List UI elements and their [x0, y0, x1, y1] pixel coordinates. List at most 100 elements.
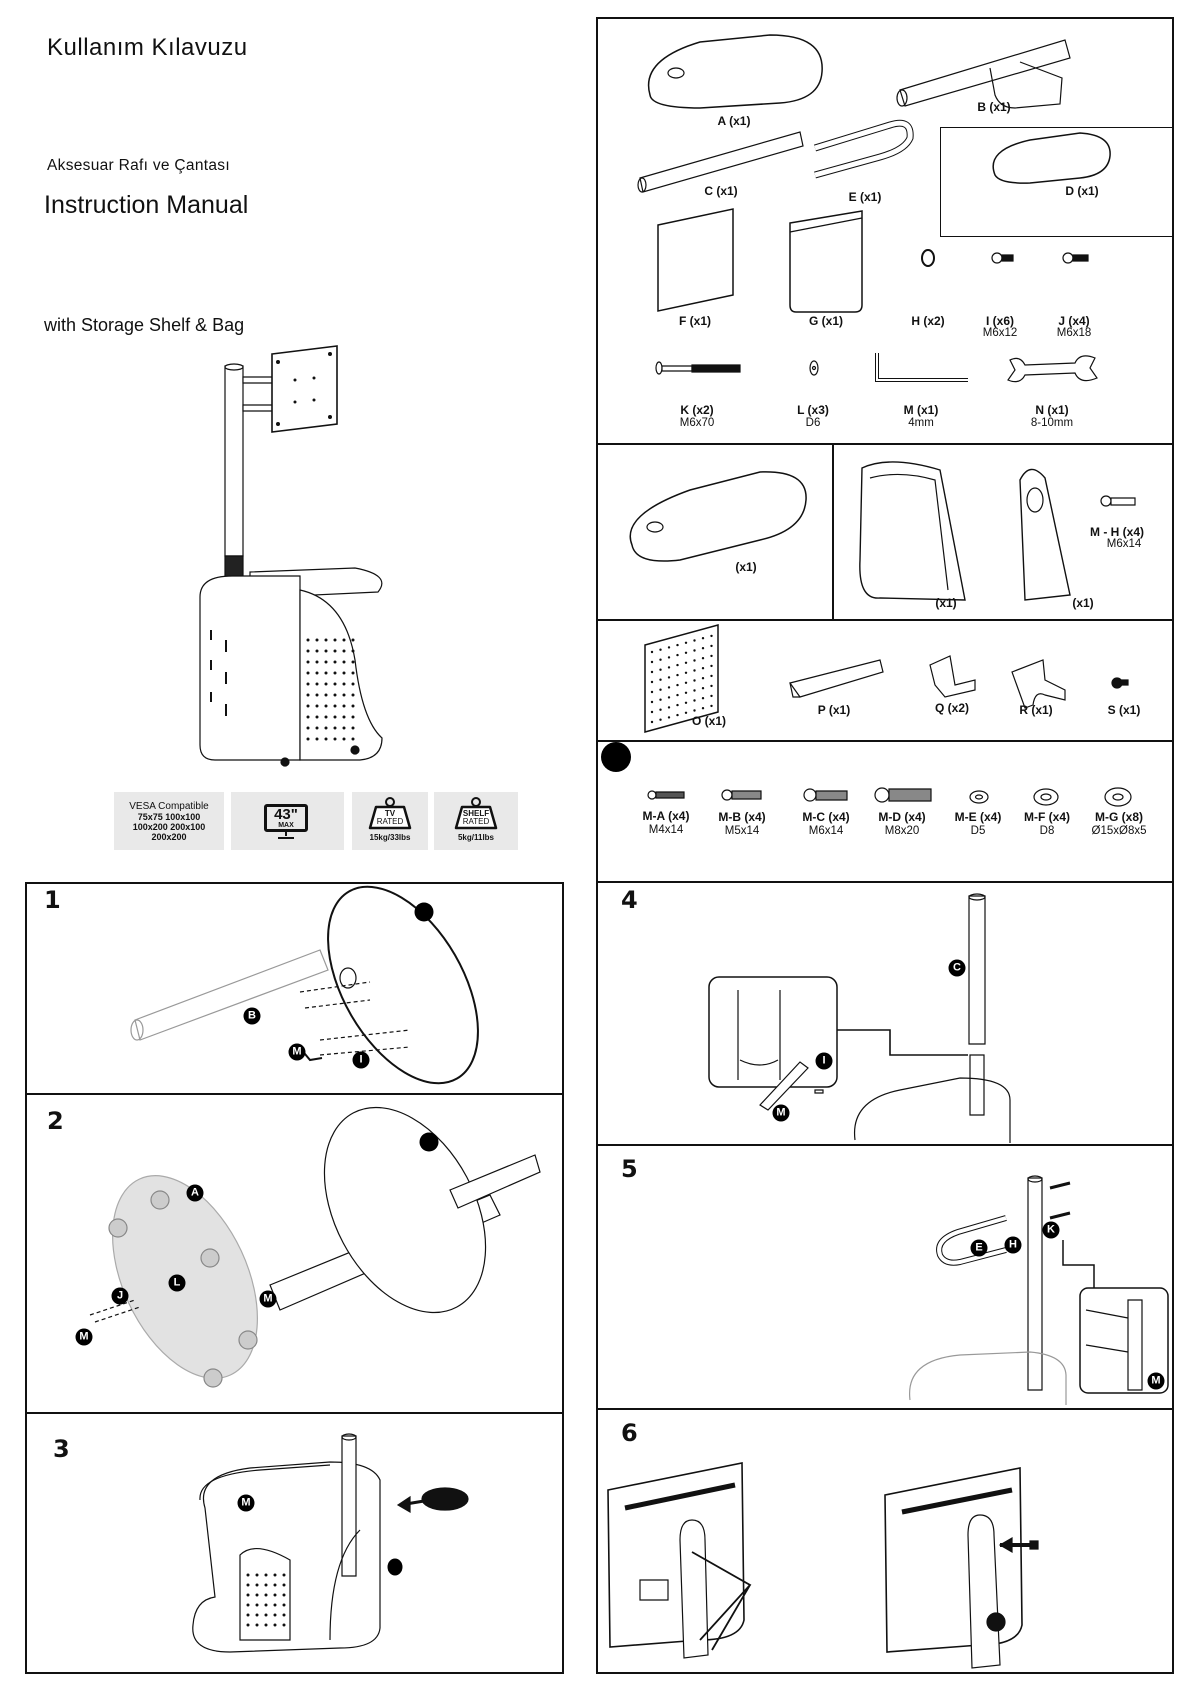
part-spec: 8-10mm [1030, 417, 1074, 429]
part-label: H (x2) [911, 314, 945, 328]
step-number: 1 [44, 886, 61, 914]
perforation-dot [342, 682, 346, 686]
callout-b: B [243, 1007, 261, 1025]
perforation-dot [333, 693, 337, 697]
perforation-dot [333, 715, 337, 719]
perforation-dot [306, 726, 310, 730]
part-spec: D6 [805, 417, 821, 429]
tv-stand-icon [278, 832, 294, 839]
perforation-dot [315, 726, 319, 730]
part-label: I (x6) [985, 314, 1015, 328]
perforation-dot [333, 704, 337, 708]
perforation-dot [333, 726, 337, 730]
tv-rated-weight: 15kg/33lbs [369, 833, 411, 842]
perforation-dot [333, 660, 337, 664]
perforation-dot [315, 638, 319, 642]
cover-title-tr: Kullanım Kılavuzu [47, 34, 248, 61]
perforation-dot [324, 704, 328, 708]
perforation-dot [342, 715, 346, 719]
bag-part-label: (x1) [935, 596, 957, 610]
callout-a: A [186, 1184, 204, 1202]
callout-k: K [1042, 1221, 1060, 1239]
perforation-dot [342, 638, 346, 642]
perforation-dot [351, 660, 355, 664]
callout-l: L [168, 1274, 186, 1292]
step-4-panel [596, 881, 1174, 1146]
perforation-dot [315, 682, 319, 686]
callout-e: E [970, 1239, 988, 1257]
accessory-label: R (x1) [1019, 703, 1053, 717]
callout-m: M [772, 1104, 790, 1122]
part-label: D (x1) [1065, 184, 1099, 198]
hardware-label: M-A (x4) [642, 809, 690, 823]
perforation-dot [351, 693, 355, 697]
perforation-dot [342, 737, 346, 741]
perforation-dot [342, 693, 346, 697]
perforation-dot [306, 737, 310, 741]
step-number: 6 [621, 1419, 638, 1447]
tv-icon: 43" MAX [264, 804, 308, 832]
callout-h: H [1004, 1236, 1022, 1254]
hardware-label: M-G (x8) [1095, 810, 1143, 824]
perforation-dot [351, 726, 355, 730]
part-label: G (x1) [808, 314, 844, 328]
step-1-panel [25, 882, 564, 1095]
part-d-frame [940, 127, 1173, 237]
part-label: E (x1) [848, 190, 882, 204]
perforation-dot [315, 715, 319, 719]
perforation-dot [306, 638, 310, 642]
perforation-dot [333, 682, 337, 686]
hardware-label: M-E (x4) [954, 810, 1002, 824]
shelf-rated-weight: 5kg/11lbs [457, 833, 495, 842]
perforation-dot [333, 671, 337, 675]
perforation-dot [342, 726, 346, 730]
perforation-dot [324, 649, 328, 653]
accessory-label: O (x1) [691, 714, 727, 728]
step-6-panel [596, 1408, 1174, 1674]
perforation-dot [324, 660, 328, 664]
screen-size-badge: 43" MAX [231, 792, 344, 850]
perforation-dot [342, 671, 346, 675]
accessory-label: S (x1) [1107, 703, 1141, 717]
weight-icon [454, 797, 498, 830]
hardware-spec: M6x14 [808, 825, 844, 837]
callout-m: M [288, 1043, 306, 1061]
callout-m: M [237, 1494, 255, 1512]
perforation-dot [342, 649, 346, 653]
part-label: N (x1) [1035, 403, 1069, 417]
part-spec: M6x70 [679, 417, 715, 429]
step-3-panel [25, 1412, 564, 1674]
vesa-size: 200x200 [151, 832, 187, 842]
perforation-dot [315, 704, 319, 708]
part-marker [419, 1132, 439, 1152]
part-spec: M6x12 [982, 327, 1018, 339]
tv-rated-line2: RATED [376, 817, 404, 826]
perforation-dot [306, 704, 310, 708]
perforation-dot [306, 693, 310, 697]
cover-title-en: Instruction Manual [44, 191, 249, 219]
part-label: B (x1) [977, 100, 1011, 114]
part-label: A (x1) [717, 114, 751, 128]
part-spec: 4mm [908, 417, 934, 429]
step-2-panel [25, 1093, 564, 1414]
perforation-dot [333, 737, 337, 741]
cover-subtitle-en: with Storage Shelf & Bag [44, 315, 245, 335]
perforation-dot [342, 704, 346, 708]
part-marker [387, 1558, 403, 1576]
perforation-dot [351, 715, 355, 719]
step-number: 2 [47, 1107, 64, 1135]
perforation-dot [324, 693, 328, 697]
perforation-dot [351, 671, 355, 675]
cover-subtitle-tr: Aksesuar Rafı ve Çantası [47, 157, 230, 174]
part-label: M (x1) [903, 403, 939, 417]
perforation-dot [351, 682, 355, 686]
bag-part-spec: M6x14 [1106, 538, 1142, 550]
divider [832, 443, 834, 621]
tv-rated-line1: TV [384, 809, 396, 818]
callout-j: J [111, 1287, 129, 1305]
weight-icon [368, 797, 412, 830]
perforation-dot [306, 682, 310, 686]
callout-m: M [75, 1328, 93, 1346]
part-label: K (x2) [680, 403, 714, 417]
callout-m: M [259, 1290, 277, 1308]
